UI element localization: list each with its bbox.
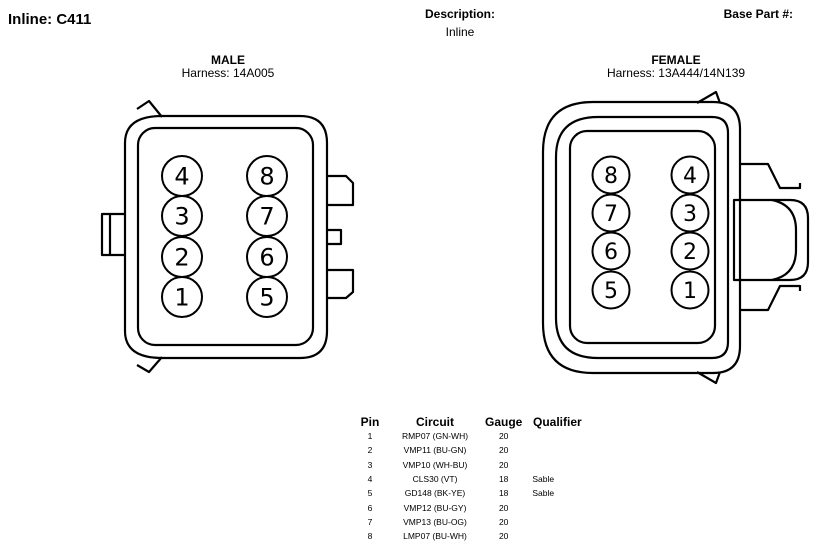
- table-row: 1 RMP07 (GN-WH) 20: [355, 429, 592, 443]
- male-connector-header: MALE Harness: 14A005: [148, 54, 308, 80]
- male-pin-circle: [246, 276, 288, 318]
- male-right-tab-top: [327, 174, 355, 207]
- gauge-cell: 20: [498, 431, 509, 442]
- female-pin-label: 3: [683, 202, 697, 227]
- male-pin-label: 4: [174, 163, 189, 191]
- qualifier-cell: [522, 429, 592, 443]
- male-harness: Harness: 14A005: [181, 66, 275, 80]
- qualifier-cell: [522, 529, 592, 543]
- pin-cell: 4: [367, 474, 373, 485]
- description-value: Inline: [445, 25, 475, 39]
- qualifier-cell: [522, 500, 592, 514]
- circuit-cell: GD148 (BK-YE): [404, 488, 466, 499]
- pin-cell: 7: [367, 516, 373, 527]
- pin-cell: 2: [367, 445, 373, 456]
- female-pin-circle: [591, 231, 631, 271]
- female-pin-label: 7: [604, 202, 618, 227]
- female-pin-circle: [670, 231, 710, 271]
- circuit-cell: VMP13 (BU-OG): [403, 516, 467, 527]
- female-pin-label: 5: [604, 279, 618, 304]
- female-inner-cavity: [568, 129, 717, 345]
- female-connector-face: [541, 90, 810, 385]
- female-pin-label: 1: [683, 279, 697, 304]
- male-title: MALE: [211, 53, 245, 67]
- male-right-tab-bottom: [327, 268, 355, 300]
- male-outer-housing: [123, 114, 329, 360]
- male-pin-group: 4 3 2 1 8 7 6 5: [161, 155, 288, 318]
- female-pin-circle: [591, 270, 631, 310]
- circuit-cell: VMP12 (BU-GY): [403, 502, 467, 513]
- table-row: 4 CLS30 (VT) 18 Sable: [355, 472, 592, 486]
- circuit-cell: VMP10 (WH-BU): [402, 459, 468, 470]
- female-pin-group: 8 7 6 5 4 3 2 1: [591, 155, 710, 310]
- female-title: FEMALE: [651, 53, 701, 67]
- female-pin-label: 8: [604, 164, 618, 189]
- male-right-tab-mid: [327, 228, 343, 246]
- female-pin-circle: [670, 270, 710, 310]
- gauge-cell: 20: [498, 459, 509, 470]
- pin-cell: 3: [367, 459, 373, 470]
- male-pin-circle: [161, 276, 203, 318]
- qualifier-column-header: Qualifier: [533, 414, 582, 429]
- gauge-column-header: Gauge: [485, 414, 523, 429]
- connector-title: Inline: C411: [8, 11, 92, 28]
- pin-cell: 8: [367, 531, 373, 542]
- gauge-cell: 20: [498, 445, 509, 456]
- gauge-cell: 20: [498, 516, 509, 527]
- gauge-cell: 20: [498, 531, 509, 542]
- male-top-latch: [136, 99, 163, 118]
- pin-table-header: Pin Circuit Gauge Qualifier: [355, 414, 592, 429]
- male-pin-label: 1: [174, 284, 189, 312]
- pin-cell: 1: [367, 431, 373, 442]
- male-pin-label: 3: [174, 203, 189, 231]
- male-pin-label: 8: [259, 163, 274, 191]
- male-left-key: [100, 212, 125, 257]
- female-mid-wall: [554, 115, 730, 360]
- male-inner-cavity: [136, 126, 315, 347]
- table-row: 6 VMP12 (BU-GY) 20: [355, 500, 592, 514]
- qualifier-cell: [522, 443, 592, 457]
- female-pin-label: 4: [683, 164, 697, 189]
- circuit-cell: VMP11 (BU-GN): [403, 445, 467, 456]
- qualifier-cell: Sable: [532, 488, 555, 499]
- female-latch-detail: [771, 198, 798, 282]
- table-row: 2 VMP11 (BU-GN) 20: [355, 443, 592, 457]
- pin-cell: 5: [367, 488, 373, 499]
- male-connector-face: [100, 99, 355, 374]
- female-harness: Harness: 13A444/14N139: [606, 66, 746, 80]
- table-row: 8 LMP07 (BU-WH) 20: [355, 529, 592, 543]
- female-outer-housing: [541, 100, 742, 375]
- gauge-cell: 18: [498, 488, 509, 499]
- male-bottom-latch: [136, 356, 163, 374]
- gauge-cell: 18: [498, 474, 509, 485]
- qualifier-cell: Sable: [532, 474, 555, 485]
- gauge-cell: 20: [498, 502, 509, 513]
- description-label: Description:: [424, 7, 495, 21]
- female-pin-label: 6: [604, 240, 618, 265]
- pin-table: Pin Circuit Gauge Qualifier 1 RMP07 (GN-W…: [355, 414, 592, 543]
- male-pin-label: 6: [259, 244, 274, 272]
- table-row: 3 VMP10 (WH-BU) 20: [355, 458, 592, 472]
- pin-column-header: Pin: [360, 414, 380, 429]
- female-bottom-latch: [696, 371, 722, 385]
- female-latch-box: [732, 198, 810, 282]
- male-pin-label: 7: [259, 203, 274, 231]
- male-pin-label: 5: [259, 284, 274, 312]
- qualifier-cell: [522, 515, 592, 529]
- pin-cell: 6: [367, 502, 373, 513]
- male-pin-label: 2: [174, 244, 189, 272]
- qualifier-cell: [522, 458, 592, 472]
- table-row: 5 GD148 (BK-YE) 18 Sable: [355, 486, 592, 500]
- female-connector-header: FEMALE Harness: 13A444/14N139: [586, 54, 766, 80]
- base-part-label: Base Part #:: [723, 7, 793, 21]
- circuit-cell: RMP07 (GN-WH): [401, 431, 469, 442]
- table-row: 7 VMP13 (BU-OG) 20: [355, 515, 592, 529]
- female-top-latch: [696, 90, 722, 104]
- circuit-cell: CLS30 (VT): [412, 474, 458, 485]
- circuit-column-header: Circuit: [415, 414, 454, 429]
- female-latch-arm: [740, 162, 802, 312]
- female-pin-label: 2: [683, 240, 697, 265]
- circuit-cell: LMP07 (BU-WH): [403, 531, 467, 542]
